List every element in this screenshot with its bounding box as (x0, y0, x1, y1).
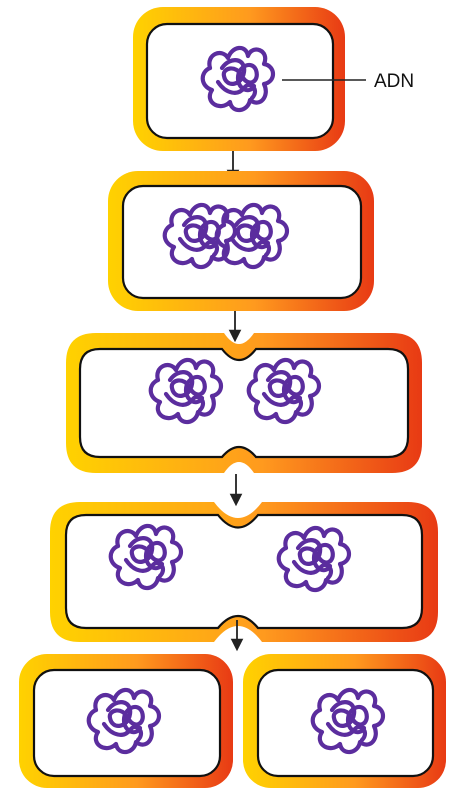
cell-cytoplasm (80, 349, 408, 457)
daughter-cell-left (19, 654, 233, 788)
adn-label: ADN (374, 71, 414, 92)
cell-stage-2 (108, 171, 374, 311)
cell-cytoplasm (258, 670, 433, 776)
cell-stage-4 (50, 502, 438, 642)
cell-stage-1: ADN (133, 7, 414, 151)
cell-stage-3 (66, 333, 422, 473)
daughter-cell-right (243, 654, 446, 788)
